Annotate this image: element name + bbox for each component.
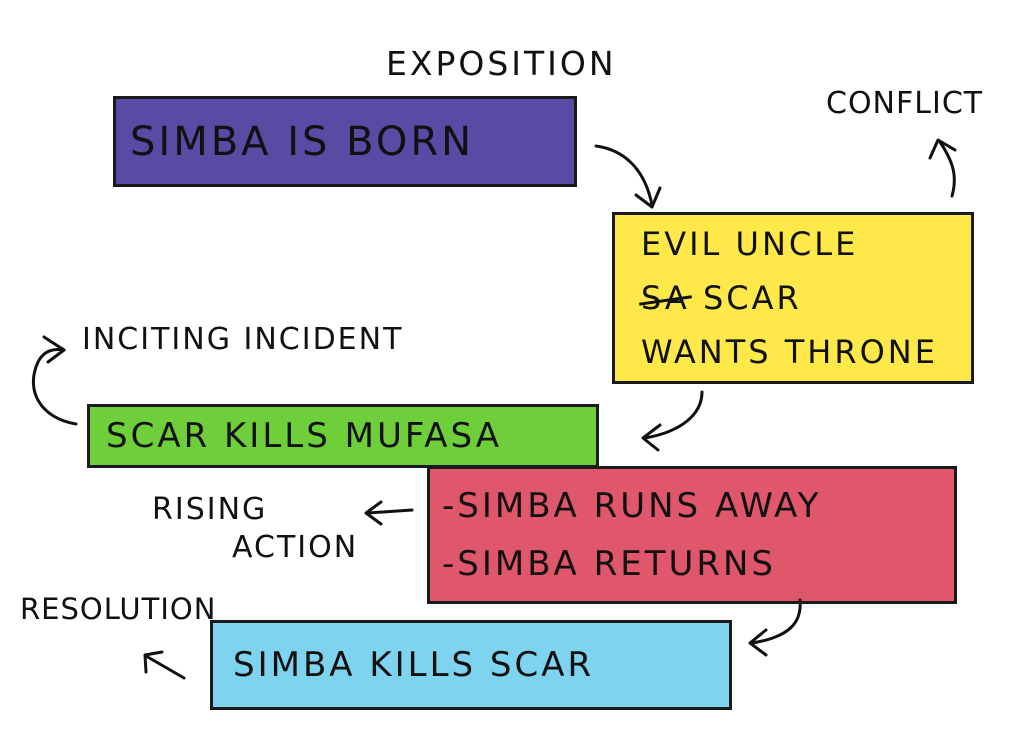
inciting-incident-label: INCITING INCIDENT (82, 322, 404, 357)
arrow-to-resolution (144, 654, 186, 680)
conflict-label: CONFLICT (826, 86, 984, 121)
rising-action-label-line1: RISING (152, 492, 268, 527)
evil-uncle-line2: SA SCAR (641, 271, 971, 325)
evil-uncle-line3: WANTS THRONE (641, 333, 938, 371)
simba-is-born-text: SIMBA IS BORN (130, 118, 475, 165)
arrow-scar-to-mufasa (643, 390, 704, 440)
scar-kills-mufasa-text: SCAR KILLS MUFASA (106, 416, 502, 456)
simba-kills-scar-text: SIMBA KILLS SCAR (233, 645, 595, 685)
exposition-label: EXPOSITION (386, 44, 617, 83)
resolution-label: RESOLUTION (20, 592, 217, 626)
scar-kills-mufasa-box: SCAR KILLS MUFASA (87, 404, 599, 468)
simba-runs-away-box: -SIMBA RUNS AWAY -SIMBA RETURNS (427, 466, 957, 604)
arrow-born-to-scar-head (634, 186, 662, 209)
struck-text: SA (641, 271, 690, 325)
arrow-runs-to-kills-head (748, 628, 768, 657)
arrow-scar-to-mufasa-head (641, 423, 662, 452)
arrow-runs-to-kills (750, 598, 802, 645)
arrow-to-conflict-head (928, 138, 957, 160)
arrow-to-resolution-head (143, 650, 164, 674)
arrow-to-conflict (938, 140, 956, 198)
simba-runs-away-text: -SIMBA RUNS AWAY (442, 486, 822, 526)
arrow-born-to-scar (594, 144, 654, 207)
arrow-to-rising-action-head (364, 500, 383, 526)
simba-returns-text: -SIMBA RETURNS (442, 544, 777, 584)
evil-uncle-box: EVIL UNCLE SA SCAR WANTS THRONE (612, 212, 974, 384)
simba-kills-scar-box: SIMBA KILLS SCAR (210, 620, 732, 710)
rising-action-label-line2: ACTION (232, 530, 359, 565)
simba-is-born-box: SIMBA IS BORN (113, 96, 577, 187)
evil-uncle-line1: EVIL UNCLE (641, 225, 859, 263)
arrow-to-inciting-incident-head (42, 335, 66, 364)
arrow-to-rising-action (366, 508, 414, 515)
scar-text: SCAR (702, 279, 802, 317)
arrow-to-inciting-incident (32, 348, 78, 426)
